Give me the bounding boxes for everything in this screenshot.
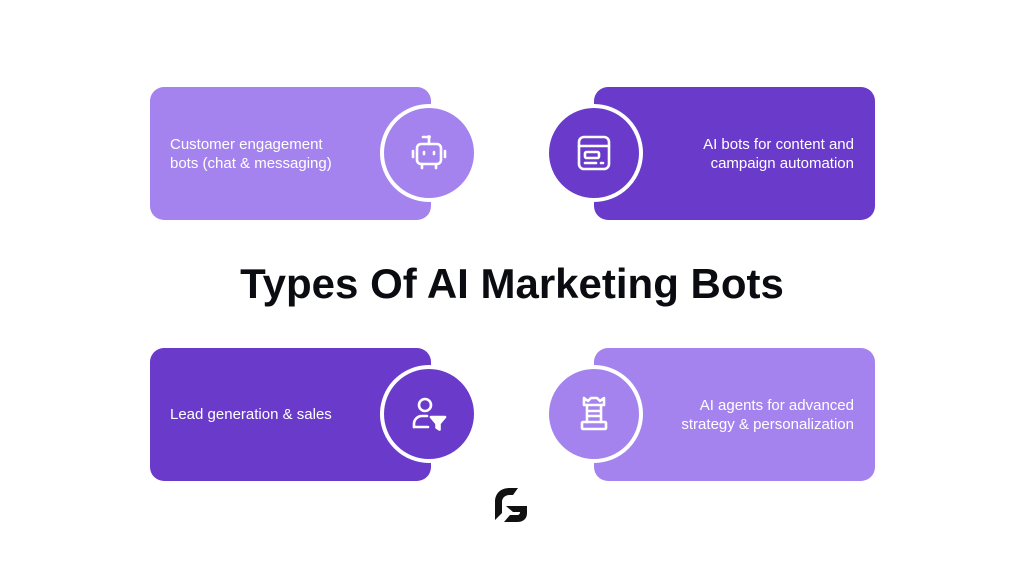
card-label: Lead generation & sales [170,406,332,423]
card-icon-badge [545,365,643,463]
card-label: AI agents for advanced strategy & person… [681,396,854,433]
card-icon-badge [380,104,478,202]
card-label: Customer engagement bots (chat & messagi… [170,135,332,172]
user-funnel-icon [412,397,447,431]
dashboard-window-icon [577,135,611,171]
card-label: AI bots for content and campaign automat… [703,135,854,172]
card-advanced-strategy: AI agents for advanced strategy & person… [594,348,875,481]
brand-logo [493,486,531,524]
card-icon-badge [380,365,478,463]
card-icon-badge [545,104,643,202]
page-title: Types Of AI Marketing Bots [240,260,784,307]
brand-g-logo-icon [495,488,527,522]
chess-rook-icon [580,396,608,431]
robot-icon [411,135,447,170]
card-lead-generation: Lead generation & sales [150,348,431,481]
